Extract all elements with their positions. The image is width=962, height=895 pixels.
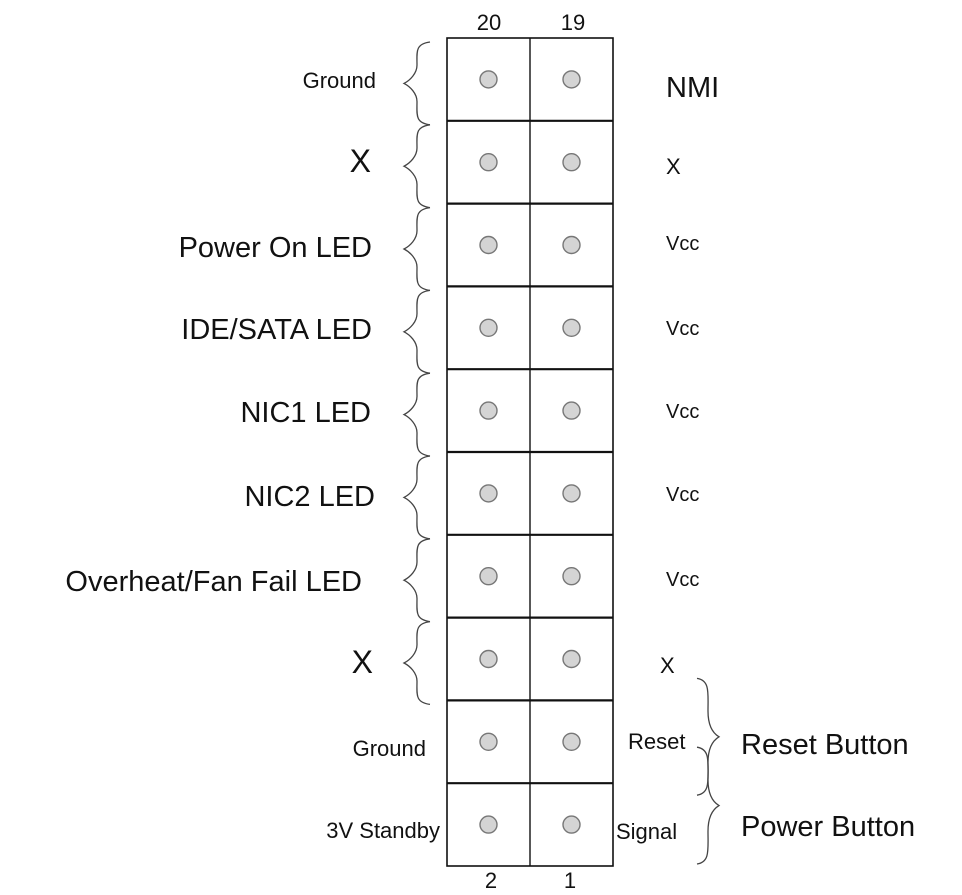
label-row-5-left: NIC1 LED	[240, 397, 371, 429]
label-row-6-left: NIC2 LED	[244, 481, 375, 513]
pin-12	[479, 401, 498, 420]
pin-17	[562, 152, 581, 172]
label-row-8-left: X	[352, 644, 373, 680]
left-brace-row-5	[402, 372, 431, 457]
pin-array	[479, 70, 581, 834]
pin-number-19: 19	[561, 10, 585, 35]
reset-button-label: Reset Button	[741, 729, 909, 761]
label-row-4-right: Vcc	[666, 318, 699, 340]
pin-header-grid	[446, 37, 614, 867]
pin-18	[479, 152, 498, 172]
left-brace-row-2	[402, 124, 431, 209]
label-row-7-left: Overheat/Fan Fail LED	[65, 566, 362, 598]
brace-group	[402, 41, 721, 865]
pin-4	[479, 732, 498, 751]
pin-2	[479, 815, 498, 834]
pin-20	[479, 70, 498, 89]
label-row-10-left: 3V Standby	[326, 818, 440, 843]
label-row-6-right: Vcc	[666, 484, 699, 506]
pin-16	[479, 235, 498, 255]
pin-8	[479, 567, 498, 586]
pin-19	[562, 70, 581, 89]
label-row-2-right: X	[666, 154, 681, 179]
power-button-brace	[696, 746, 721, 865]
pin-11	[562, 401, 581, 420]
label-row-3-right: Vcc	[666, 233, 699, 255]
pin-7	[562, 567, 581, 586]
label-row-1-left: Ground	[303, 68, 376, 93]
label-row-2-left: X	[350, 143, 371, 179]
left-brace-row-7	[402, 538, 431, 623]
left-brace-row-4	[402, 289, 431, 374]
label-row-7-right: Vcc	[666, 569, 699, 591]
pin-number-1: 1	[564, 868, 576, 893]
pin-5	[562, 649, 581, 669]
left-brace-row-8	[402, 620, 431, 706]
pin-6	[479, 649, 498, 669]
pin-3	[562, 732, 581, 751]
pin-1	[562, 815, 581, 834]
pin-13	[562, 318, 581, 337]
pin-9	[562, 484, 581, 503]
pin-number-20: 20	[477, 10, 501, 35]
label-row-4-left: IDE/SATA LED	[181, 314, 372, 346]
label-row-10-right: Signal	[616, 819, 677, 844]
label-row-8-right: X	[660, 653, 675, 678]
label-row-3-left: Power On LED	[179, 232, 372, 264]
power-button-label: Power Button	[741, 811, 915, 843]
left-brace-row-1	[402, 41, 431, 126]
pin-14	[479, 318, 498, 337]
label-row-9-right: Reset	[628, 729, 685, 754]
pin-15	[562, 235, 581, 255]
label-row-1-right: NMI	[666, 72, 719, 104]
left-brace-row-3	[402, 206, 431, 292]
label-row-9-left: Ground	[353, 736, 426, 761]
pin-10	[479, 484, 498, 503]
left-brace-row-6	[402, 455, 431, 540]
label-row-5-right: Vcc	[666, 401, 699, 423]
pin-number-2: 2	[485, 868, 497, 893]
